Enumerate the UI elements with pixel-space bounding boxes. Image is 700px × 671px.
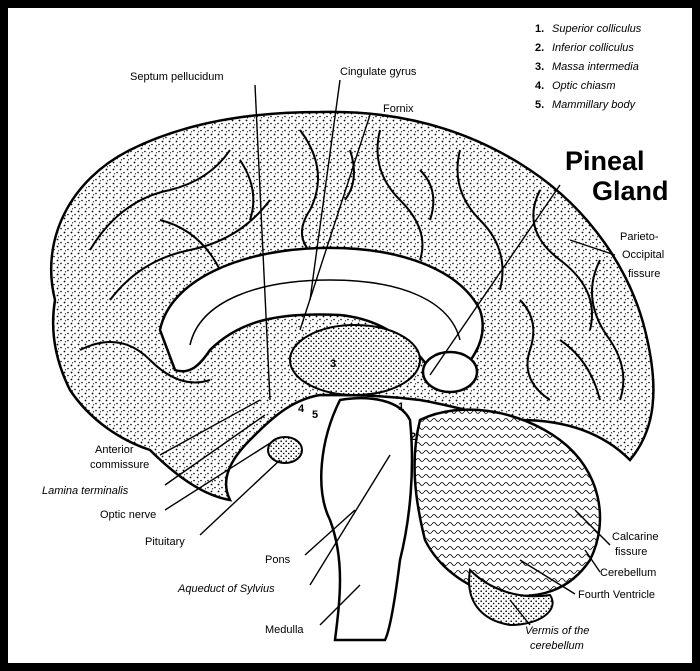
marker-2: 2 [410, 431, 416, 443]
marker-4: 4 [298, 403, 305, 415]
legend-num-2: 2. [535, 42, 544, 54]
thalamus [290, 325, 420, 395]
legend-num-5: 5. [535, 99, 544, 111]
legend-text-2: Inferior colliculus [552, 42, 634, 54]
label-cingulate-gyrus: Cingulate gyrus [340, 66, 417, 78]
label-vermis-2: cerebellum [530, 640, 584, 652]
legend-text-5: Mammillary body [552, 99, 637, 111]
label-medulla: Medulla [265, 624, 304, 636]
legend-num-1: 1. [535, 23, 544, 35]
label-parieto-3: fissure [628, 268, 660, 280]
label-pons: Pons [265, 554, 291, 566]
pineal-title-line1: Pineal [565, 146, 645, 176]
label-anterior-2: commissure [90, 459, 149, 471]
label-optic-nerve: Optic nerve [100, 509, 156, 521]
label-parieto-2: Occipital [622, 249, 664, 261]
pineal-title-line2: Gland [592, 176, 669, 206]
label-calcarine-1: Calcarine [612, 531, 658, 543]
marker-1: 1 [398, 401, 404, 413]
marker-5: 5 [312, 409, 318, 421]
label-vermis-1: Vermis of the [525, 625, 589, 637]
label-lamina-terminalis: Lamina terminalis [42, 485, 129, 497]
label-parieto-1: Parieto- [620, 231, 659, 243]
label-anterior-1: Anterior [95, 444, 134, 456]
legend-text-1: Superior colliculus [552, 23, 642, 35]
label-fornix: Fornix [383, 103, 414, 115]
legend: 1. Superior colliculus 2. Inferior colli… [535, 23, 642, 111]
marker-3: 3 [330, 358, 336, 370]
label-aqueduct: Aqueduct of Sylvius [177, 583, 275, 595]
label-cerebellum: Cerebellum [600, 567, 656, 579]
cerebellum-shape [415, 410, 600, 597]
label-calcarine-2: fissure [615, 546, 647, 558]
label-septum-pellucidum: Septum pellucidum [130, 71, 224, 83]
label-fourth-ventricle: Fourth Ventricle [578, 589, 655, 601]
legend-num-4: 4. [535, 80, 544, 92]
brainstem [321, 398, 412, 640]
legend-text-3: Massa intermedia [552, 61, 639, 73]
legend-text-4: Optic chiasm [552, 80, 616, 92]
pineal-gland [423, 352, 477, 392]
label-pituitary: Pituitary [145, 536, 185, 548]
legend-num-3: 3. [535, 61, 544, 73]
